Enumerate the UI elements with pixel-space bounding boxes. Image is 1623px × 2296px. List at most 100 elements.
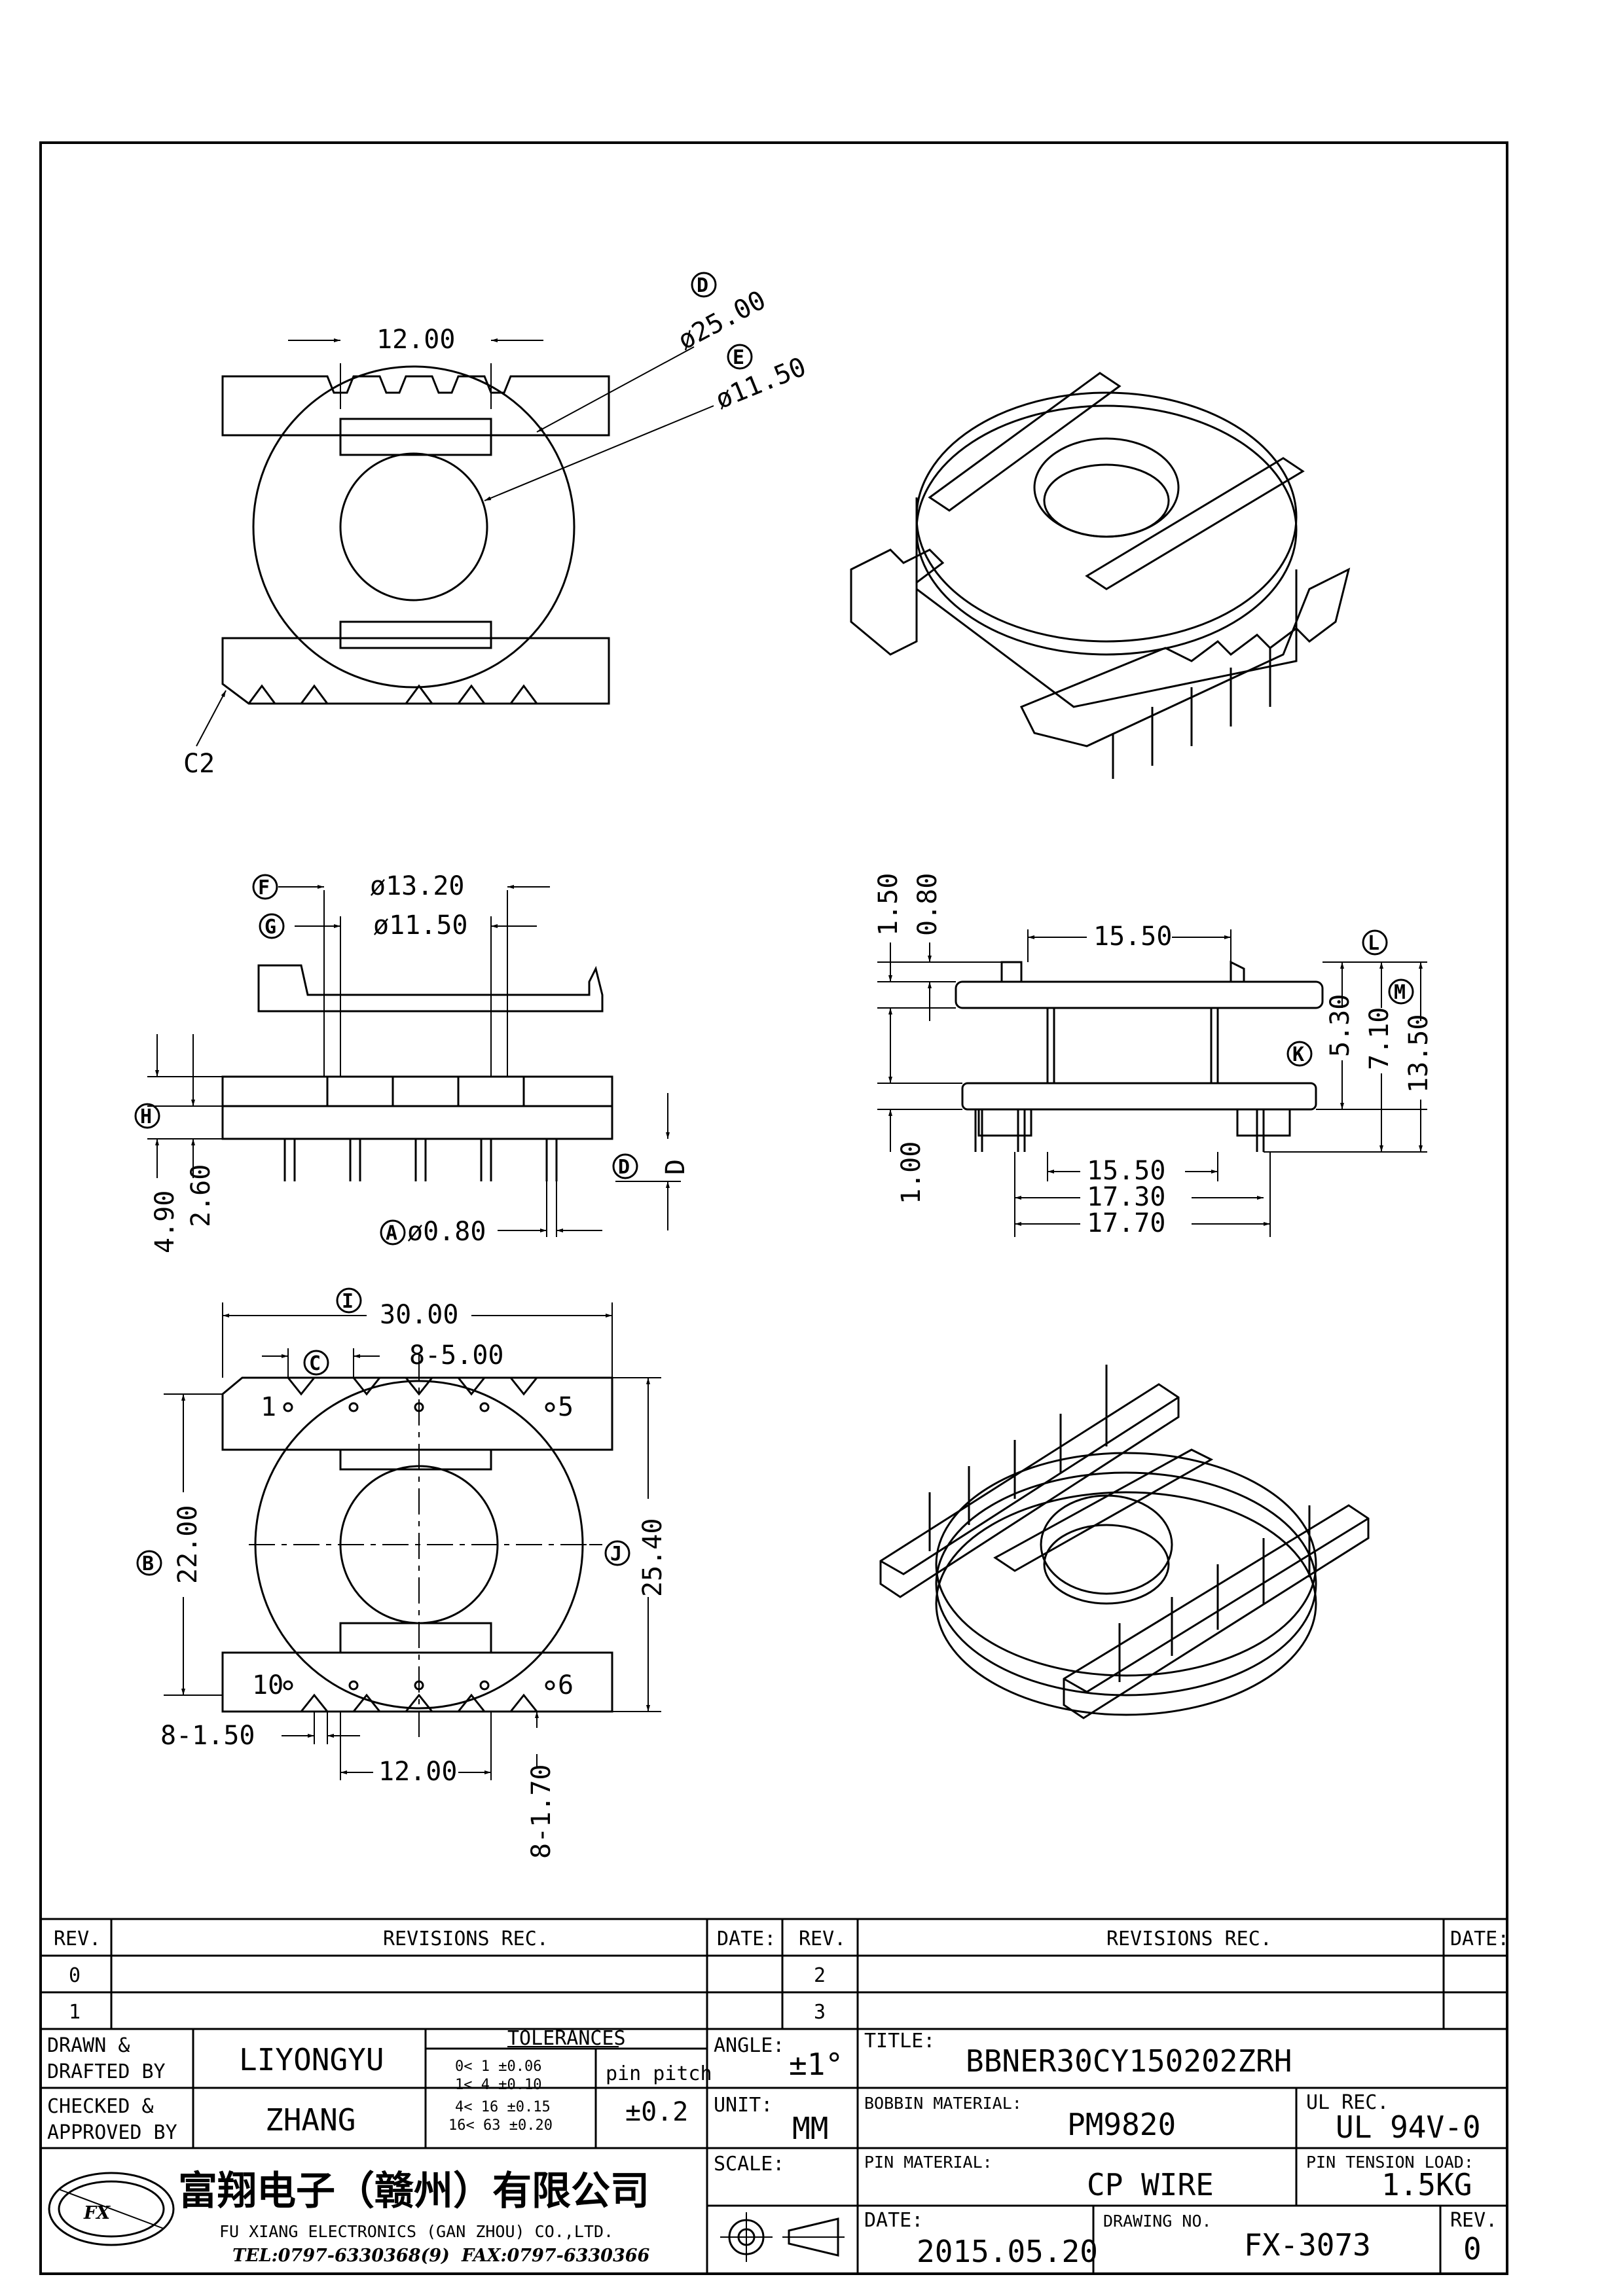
checked-by-value: ZHANG: [265, 2102, 356, 2138]
bottom-dim-width: 30.00: [380, 1300, 458, 1330]
drawn-label-1: DRAWN &: [47, 2034, 130, 2057]
tol-row-4: 16< 63 ±0.20: [448, 2117, 553, 2134]
front-callout-g: G: [264, 916, 276, 939]
revisions-header-right: REVISIONS REC.: [1106, 1928, 1272, 1950]
tol-row-3: 4< 16 ±0.15: [455, 2099, 551, 2115]
top-callout-d: D: [697, 274, 708, 297]
side-dim-b1: 15.50: [1087, 1156, 1165, 1186]
date-value: 2015.05.20: [917, 2234, 1098, 2269]
front-view: [134, 874, 681, 1246]
date-label: DATE:: [864, 2209, 923, 2232]
front-dim-d: D: [661, 1159, 691, 1175]
bottom-callout-c: C: [309, 1352, 321, 1375]
bottom-callout-i: I: [342, 1290, 354, 1313]
ul-value: UL 94V-0: [1336, 2109, 1481, 2145]
bottom-dim-vert: 8-1.70: [526, 1765, 556, 1859]
projection-symbol: [720, 2212, 845, 2262]
sheet-border: [39, 141, 1508, 2275]
bottom-dim-overall: 25.40: [638, 1518, 668, 1597]
bottom-dim-slot: 8-1.50: [160, 1721, 255, 1751]
top-chamfer-label: C2: [183, 749, 215, 779]
date-header-right: DATE:: [1450, 1928, 1509, 1950]
date-header-left: DATE:: [717, 1928, 776, 1950]
company-fax: FAX:0797-6330366: [461, 2246, 650, 2266]
top-view: [196, 272, 753, 747]
logo-text: FX: [83, 2203, 111, 2223]
top-dim-width: 12.00: [376, 325, 455, 355]
bottom-pin-6: 6: [558, 1670, 574, 1700]
title-label: TITLE:: [864, 2030, 935, 2053]
rev-row-1: 1: [69, 2001, 81, 2024]
unit-value: MM: [792, 2111, 828, 2146]
checked-label-1: CHECKED &: [47, 2095, 154, 2118]
bottom-callout-b: B: [142, 1552, 154, 1575]
pin-tension-value: 1.5KG: [1381, 2167, 1472, 2202]
top-dim-d: ø25.00: [673, 285, 771, 355]
unit-label: UNIT:: [714, 2094, 773, 2117]
rev-value: 0: [1463, 2231, 1482, 2267]
drawing-no-value: FX-3073: [1244, 2227, 1371, 2263]
front-callout-a: A: [386, 1222, 397, 1245]
company-tel: TEL:0797-6330368(9): [232, 2246, 450, 2266]
pin-pitch-label: pin pitch: [606, 2062, 712, 2085]
top-callout-e: E: [733, 346, 744, 369]
front-dim-g: ø11.50: [373, 910, 468, 941]
bobbin-material-label: BOBBIN MATERIAL:: [864, 2094, 1022, 2113]
bottom-pin-1: 1: [261, 1392, 276, 1422]
bottom-view: [136, 1287, 661, 1780]
revisions-header-left: REVISIONS REC.: [383, 1928, 549, 1950]
tol-row-2: 1< 4 ±0.10: [455, 2077, 541, 2093]
isometric-view-bottom: [879, 1365, 1370, 1719]
side-dim-530: 5.30: [1325, 994, 1355, 1057]
side-dim-1350: 13.50: [1404, 1014, 1434, 1093]
ul-label: UL REC.: [1306, 2091, 1389, 2114]
pin-material-value: CP WIRE: [1087, 2167, 1214, 2202]
side-callout-l: L: [1368, 932, 1379, 955]
side-dim-top: 15.50: [1093, 922, 1172, 952]
isometric-view-top: [850, 372, 1351, 779]
title-block-lines: [41, 1918, 1507, 2274]
company-logo-icon: [48, 2172, 175, 2246]
front-callout-d: D: [618, 1156, 630, 1179]
bottom-pin-10: 10: [252, 1670, 283, 1700]
side-dim-100: 1.00: [896, 1141, 926, 1204]
pin-material-label: PIN MATERIAL:: [864, 2153, 993, 2172]
front-callout-h: H: [140, 1105, 152, 1128]
side-dim-150: 1.50: [873, 873, 903, 936]
rev-row-2: 2: [814, 1964, 826, 1987]
front-callout-f: F: [258, 876, 270, 899]
pin-pitch-value: ±0.2: [625, 2097, 688, 2127]
rev-header-right: REV.: [799, 1928, 846, 1950]
side-dim-710: 7.10: [1364, 1007, 1395, 1070]
bottom-pin-5: 5: [558, 1392, 574, 1422]
side-dim-080: 0.80: [913, 873, 943, 936]
rev-row-0: 0: [69, 1964, 81, 1987]
company-name-en: FU XIANG ELECTRONICS (GAN ZHOU) CO.,LTD.: [219, 2222, 613, 2241]
drawn-label-2: DRAFTED BY: [47, 2060, 166, 2083]
side-callout-m: M: [1394, 981, 1406, 1004]
angle-label: ANGLE:: [714, 2034, 784, 2057]
front-dim-f: ø13.20: [370, 871, 465, 901]
front-dim-h1: 4.90: [150, 1191, 180, 1253]
front-dim-a: ø0.80: [407, 1217, 486, 1247]
side-callout-k: K: [1292, 1043, 1304, 1066]
scale-label: SCALE:: [714, 2153, 784, 2176]
angle-value: ±1°: [789, 2047, 843, 2082]
rev-header-left: REV.: [54, 1928, 101, 1950]
drawing-no-label: DRAWING NO.: [1103, 2212, 1212, 2231]
rev-label: REV.: [1450, 2209, 1497, 2232]
side-dim-b3: 17.70: [1087, 1208, 1165, 1238]
bottom-dim-center: 12.00: [378, 1757, 457, 1787]
bottom-dim-height: 22.00: [173, 1505, 203, 1584]
bobbin-material-value: PM9820: [1067, 2107, 1176, 2142]
side-dim-b2: 17.30: [1087, 1182, 1165, 1212]
side-view: [877, 929, 1427, 1237]
company-name-cn: 富翔电子（赣州）有限公司: [178, 2168, 649, 2214]
checked-label-2: APPROVED BY: [47, 2121, 177, 2144]
pin-tension-label: PIN TENSION LOAD:: [1306, 2153, 1474, 2172]
title-value: BBNER30CY150202ZRH: [966, 2043, 1292, 2079]
bottom-dim-pitch: 8-5.00: [409, 1340, 504, 1371]
rev-row-3: 3: [814, 2001, 826, 2024]
bottom-callout-j: J: [610, 1543, 622, 1566]
